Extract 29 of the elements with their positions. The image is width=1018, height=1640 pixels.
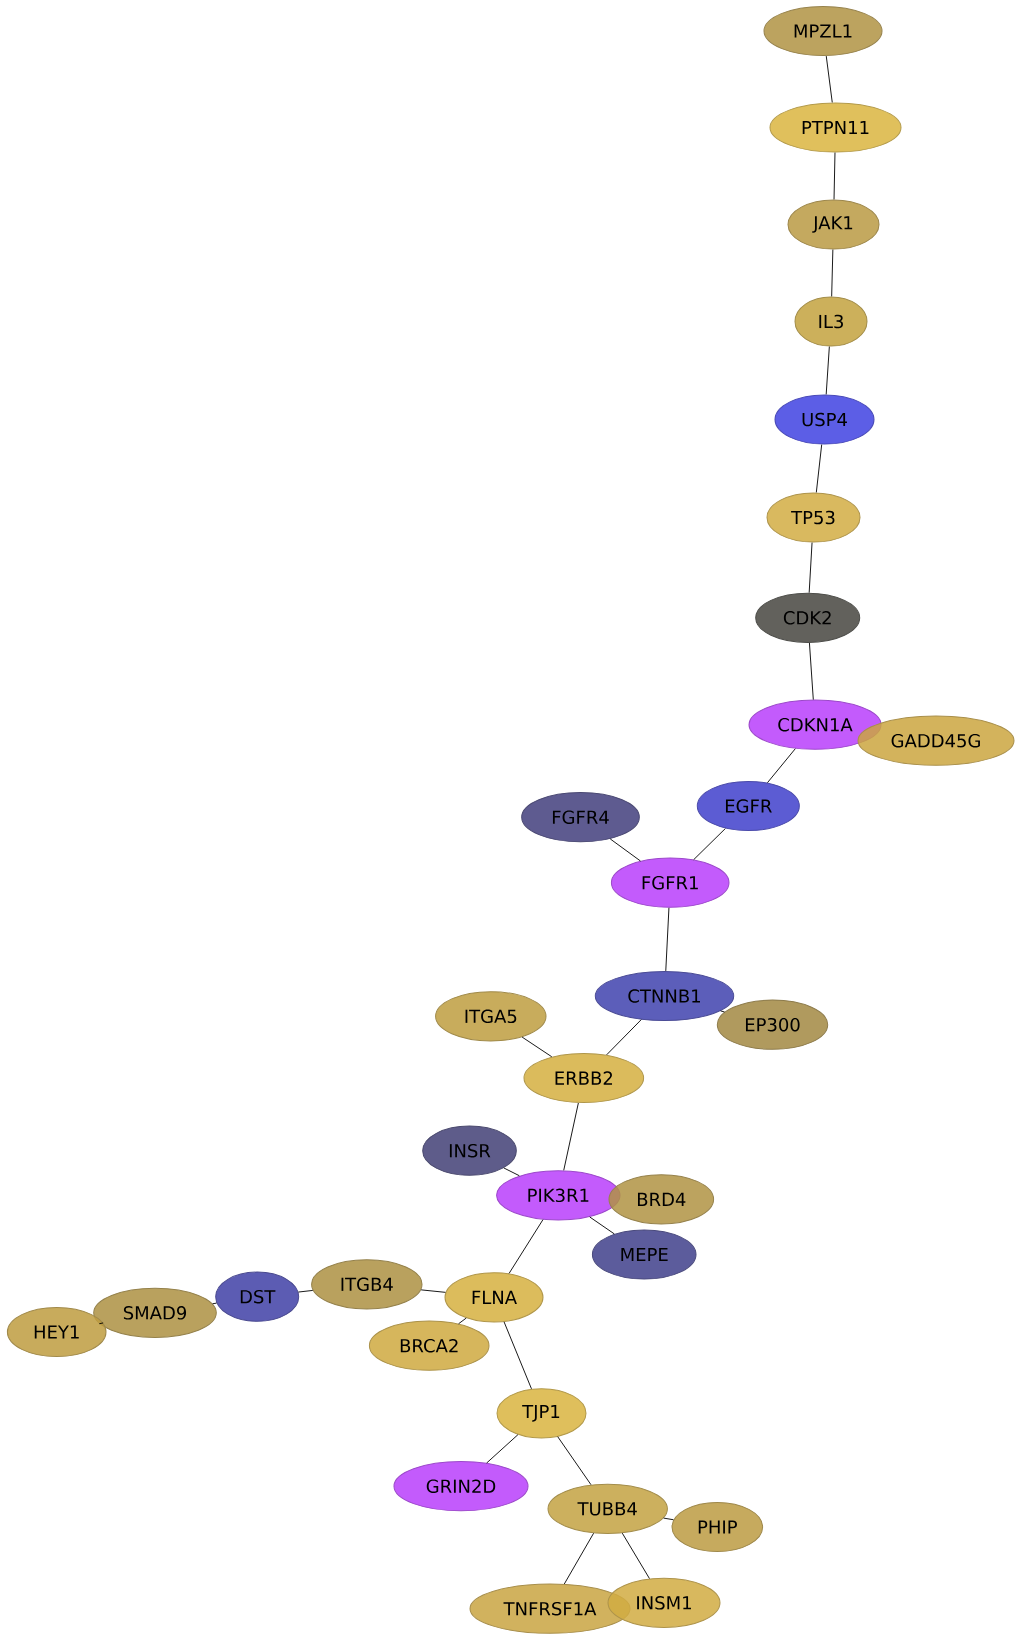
edge-line [665, 907, 670, 972]
edge-line [503, 1321, 532, 1390]
edge-line [833, 152, 836, 200]
edge-line [606, 1019, 642, 1056]
edge-line [486, 1434, 519, 1464]
edge-line [621, 1532, 650, 1579]
edge-line [589, 1216, 615, 1235]
edge-line [503, 1167, 520, 1177]
edge-line [831, 249, 834, 297]
edge-line [663, 1517, 674, 1521]
edge-line [563, 1532, 595, 1585]
edge-line [212, 1302, 218, 1305]
edge-line [298, 1290, 314, 1293]
edge-line [693, 828, 726, 861]
edge-line [720, 1010, 725, 1013]
edge-line [766, 748, 796, 784]
edge-line [825, 346, 830, 395]
edge-line [420, 1289, 446, 1293]
edge-line [98, 1322, 104, 1325]
edge-line [557, 1436, 592, 1486]
edge-line [808, 642, 814, 701]
edge-line [508, 1219, 544, 1274]
edge-line [808, 542, 813, 594]
edge-line [815, 444, 823, 493]
edge-line [825, 55, 833, 103]
edge-line [521, 1036, 553, 1058]
edge-line [609, 838, 641, 862]
edge-line [458, 1317, 467, 1325]
edge-line [563, 1102, 579, 1171]
